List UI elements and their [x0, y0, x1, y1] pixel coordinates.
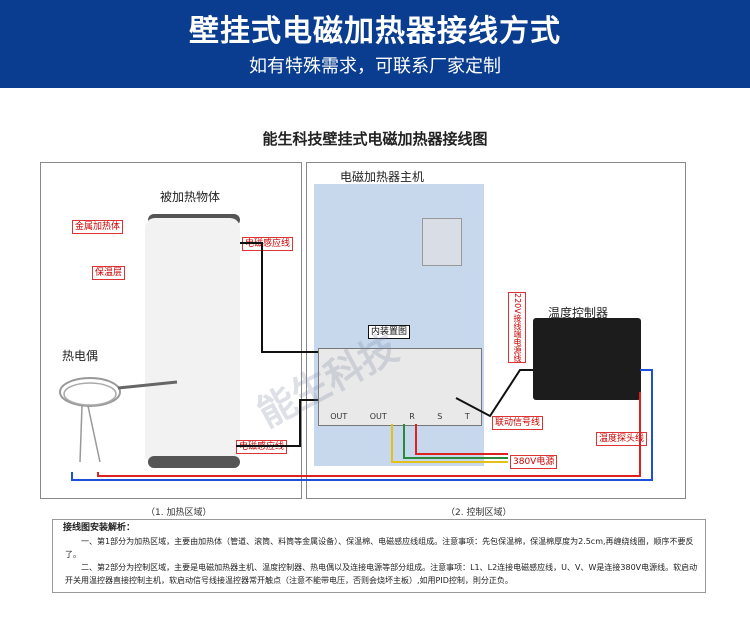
diagram-title: 能生科技壁挂式电磁加热器接线图	[262, 130, 488, 148]
temp-controller-device	[533, 318, 641, 400]
host-control-panel	[422, 218, 462, 266]
terminal-label: R	[409, 412, 415, 421]
tag-power: 380V电源	[510, 455, 558, 469]
terminal-label: S	[437, 412, 443, 421]
tag-probe-line: 温度探头线	[596, 432, 648, 446]
terminal-block: OUT OUT R S T	[318, 348, 482, 426]
area2-label: （2. 控制区域）	[446, 508, 512, 518]
tag-signal-line: 联动信号线	[492, 416, 544, 430]
heated-object-label: 被加热物体	[160, 190, 221, 204]
tag-internal: 内装置图	[368, 325, 411, 339]
tag-metal-heater: 金属加热体	[72, 220, 124, 234]
thermocouple-icon	[59, 377, 178, 463]
install-notes: 接线图安装解析： 一、第1部分为加热区域，主要由加热体（管道、滚筒、料筒等金属设…	[52, 519, 706, 593]
host-label: 电磁加热器主机	[340, 170, 425, 184]
area1-label: （1. 加热区域）	[146, 508, 212, 518]
signal-wire	[455, 369, 533, 418]
probe-wire-blue	[71, 369, 653, 481]
coil-wire-top	[240, 242, 318, 353]
control-area-box	[306, 162, 686, 499]
probe-wire-red	[97, 392, 641, 477]
terminal-label: OUT	[330, 412, 348, 421]
notes-para-2: 二、第2部分为控制区域，主要是电磁加热器主机、温度控制器、热电偶以及连接电源等部…	[65, 563, 698, 585]
heater-body	[145, 218, 240, 464]
power-wire-yellow	[391, 424, 508, 463]
terminal-label: T	[464, 412, 470, 421]
terminal-label: OUT	[369, 412, 387, 421]
thermocouple-label: 热电偶	[62, 349, 99, 363]
power-wire-green	[403, 424, 508, 459]
temp-controller-label: 温度控制器	[548, 306, 609, 320]
tag-v220: 220V接线端电源线	[508, 292, 526, 363]
power-wire-red	[415, 424, 508, 455]
heater-bottom-disc	[148, 456, 240, 468]
page-title: 壁挂式电磁加热器接线方式	[189, 14, 561, 49]
notes-title: 接线图安装解析：	[63, 523, 136, 533]
notes-para-1: 一、第1部分为加热区域，主要由加热体（管道、滚筒、料筒等金属设备）、保温棉、电磁…	[65, 537, 694, 559]
header-banner: 壁挂式电磁加热器接线方式 如有特殊需求，可联系厂家定制	[0, 0, 750, 88]
heating-area-box	[40, 162, 302, 499]
tag-insulation: 保温层	[92, 266, 126, 280]
page-subtitle: 如有特殊需求，可联系厂家定制	[249, 56, 501, 77]
coil-wire-bottom	[236, 399, 318, 447]
